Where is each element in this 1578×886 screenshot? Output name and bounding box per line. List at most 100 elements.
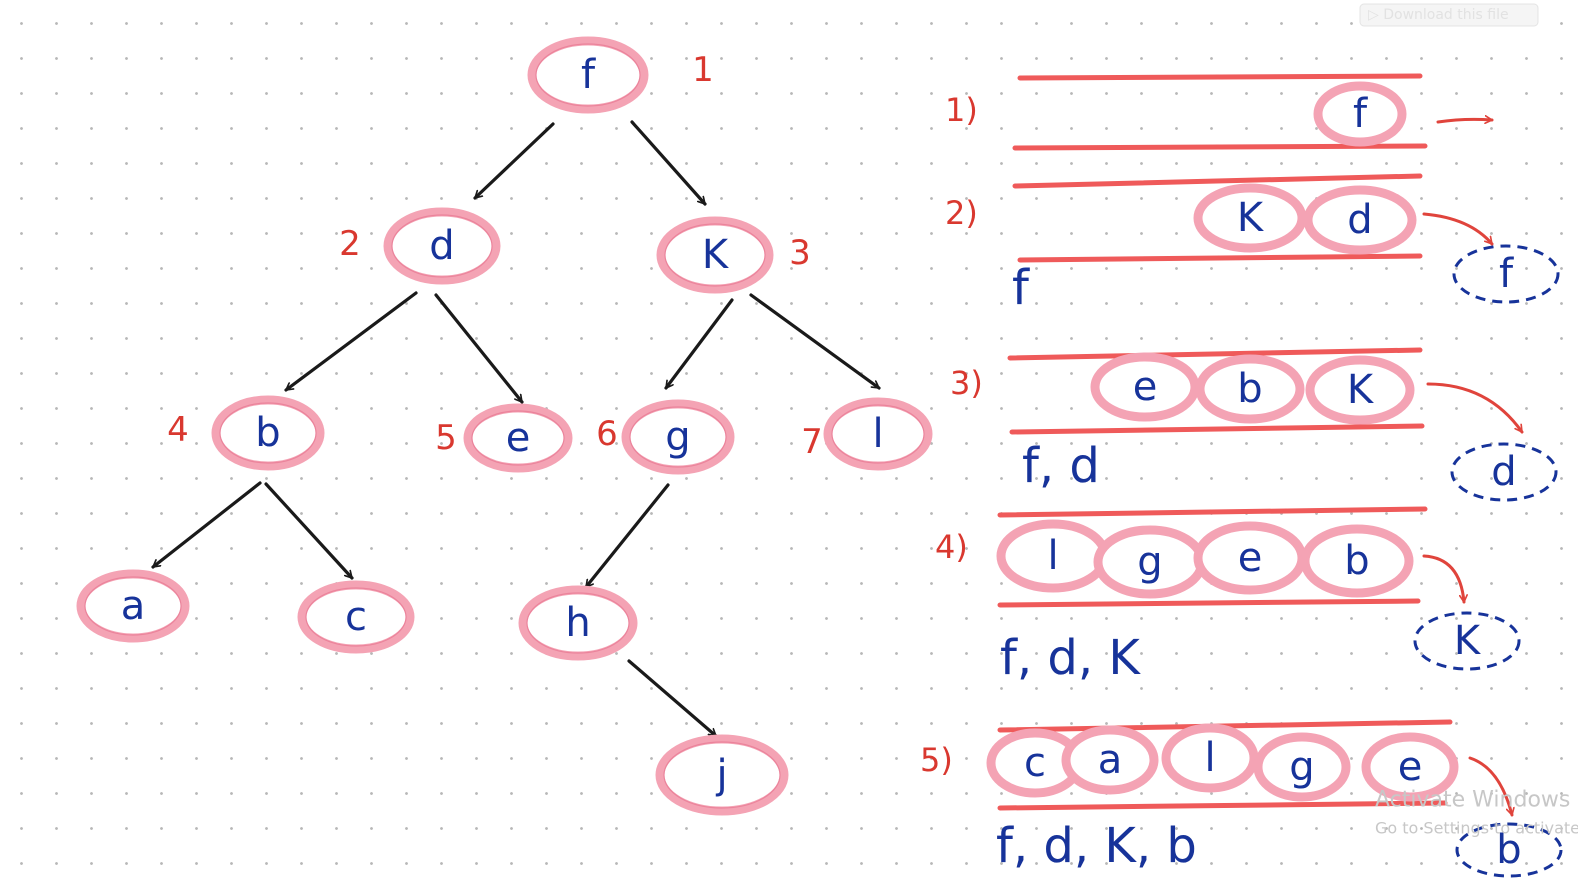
queue-item-label: e — [1133, 364, 1158, 410]
node-label: a — [121, 583, 146, 629]
queue-item: e — [1090, 352, 1200, 422]
queue-item-label: d — [1347, 197, 1372, 243]
queue-top-line — [1017, 73, 1423, 81]
node-circle-outline — [664, 223, 766, 287]
node-circle — [621, 399, 735, 475]
traversal-order-number: 6 — [596, 414, 618, 454]
queue-top-line — [1007, 347, 1423, 361]
dequeue-arrow — [1426, 382, 1524, 434]
node-circle — [463, 403, 573, 473]
node-circle-outline — [471, 410, 565, 466]
queue-item-label: a — [1098, 737, 1123, 783]
node-label: h — [565, 600, 590, 646]
node-circle — [211, 395, 325, 471]
node-circle — [655, 734, 789, 816]
node-label: e — [506, 415, 531, 461]
step-label: 1) — [945, 91, 978, 129]
node-circle-outline — [831, 404, 925, 464]
node-circle-outline — [391, 214, 493, 278]
queue-bottom-line — [997, 598, 1421, 608]
dequeued-node: d — [1450, 442, 1558, 502]
tree-node-a: a — [76, 569, 190, 643]
visited-list: f — [1012, 260, 1030, 316]
node-circle — [656, 216, 774, 294]
node-circle-outline — [305, 587, 407, 647]
download-button[interactable]: ▷ Download this file — [1359, 3, 1539, 27]
edge-b-c — [264, 482, 354, 580]
node-label: K — [702, 232, 730, 278]
queue-item: e — [1193, 521, 1307, 595]
step-label: 2) — [945, 194, 978, 232]
tree-node-j: j — [655, 734, 789, 816]
node-circle-outline — [219, 402, 317, 464]
tree-node-c: c — [297, 580, 415, 654]
visited-list: f, d, K, b — [996, 818, 1197, 874]
queue-item-label: e — [1398, 744, 1423, 790]
queue-item-label: f — [1353, 91, 1368, 137]
tree-node-l: l — [823, 397, 933, 471]
edge-g-h — [584, 483, 670, 589]
edge-k-g — [664, 298, 734, 390]
step-label: 4) — [935, 528, 968, 566]
queue-step-1: 1) f — [945, 73, 1492, 151]
queue-top-line — [1012, 173, 1423, 189]
node-label: g — [665, 414, 690, 460]
node-circle — [518, 585, 638, 661]
edge-f-d — [473, 122, 555, 200]
edge-h-j — [627, 659, 718, 738]
dequeued-node: f — [1452, 244, 1560, 304]
node-circle — [297, 580, 415, 654]
tree-node-k: K — [656, 216, 774, 294]
queue-item: l — [1161, 723, 1259, 793]
traversal-order-number: 4 — [167, 410, 189, 450]
tree-node-b: b — [211, 395, 325, 471]
queue-item: e — [1361, 732, 1459, 802]
visited-list: f, d — [1022, 438, 1100, 494]
queue-item-circle — [1061, 725, 1159, 795]
queue-item-label: l — [1204, 735, 1215, 781]
queue-item-label: l — [1047, 533, 1058, 579]
queue-item: l — [996, 519, 1110, 593]
node-circle-outline — [535, 43, 641, 107]
node-circle-outline — [84, 576, 182, 636]
node-label: f — [581, 52, 596, 98]
queue-item-circle — [1303, 185, 1417, 255]
queue-item-label: g — [1137, 539, 1162, 585]
node-label: j — [715, 752, 727, 798]
dequeued-label: f — [1499, 251, 1514, 297]
queue-bottom-line — [1009, 423, 1425, 435]
dequeue-arrow — [1422, 212, 1494, 246]
watermark-title: Activate Windows — [1375, 788, 1570, 813]
queue-item-label: K — [1237, 195, 1265, 241]
queue-item-circle — [1305, 355, 1415, 425]
tree-node-h: h — [518, 585, 638, 661]
tree-node-f: f — [527, 36, 649, 114]
queue-item-circle — [1193, 183, 1307, 253]
node-circle-outline — [629, 406, 727, 468]
queue-item-circle — [1313, 81, 1407, 147]
traversal-order-number: 7 — [801, 422, 823, 462]
traversal-order-number: 3 — [789, 233, 811, 273]
queue-item-circle — [1253, 732, 1351, 802]
node-circle — [823, 397, 933, 471]
node-label: c — [345, 594, 367, 640]
dequeued-node: K — [1413, 611, 1521, 671]
queue-item-label: g — [1289, 744, 1314, 790]
queue-top-line — [997, 506, 1428, 518]
dequeue-arrow — [1436, 119, 1492, 122]
tree-edges — [151, 120, 881, 738]
queue-bottom-line — [997, 800, 1448, 811]
queue-item-circle — [1361, 732, 1459, 802]
queue-item: f — [1313, 81, 1407, 147]
dequeued-node: b — [1455, 822, 1563, 878]
node-label: d — [429, 223, 454, 269]
queue-item-circle — [1090, 352, 1200, 422]
queue-item-label: c — [1024, 740, 1046, 786]
queue-item-circle — [1161, 723, 1259, 793]
edge-f-k — [630, 120, 707, 206]
